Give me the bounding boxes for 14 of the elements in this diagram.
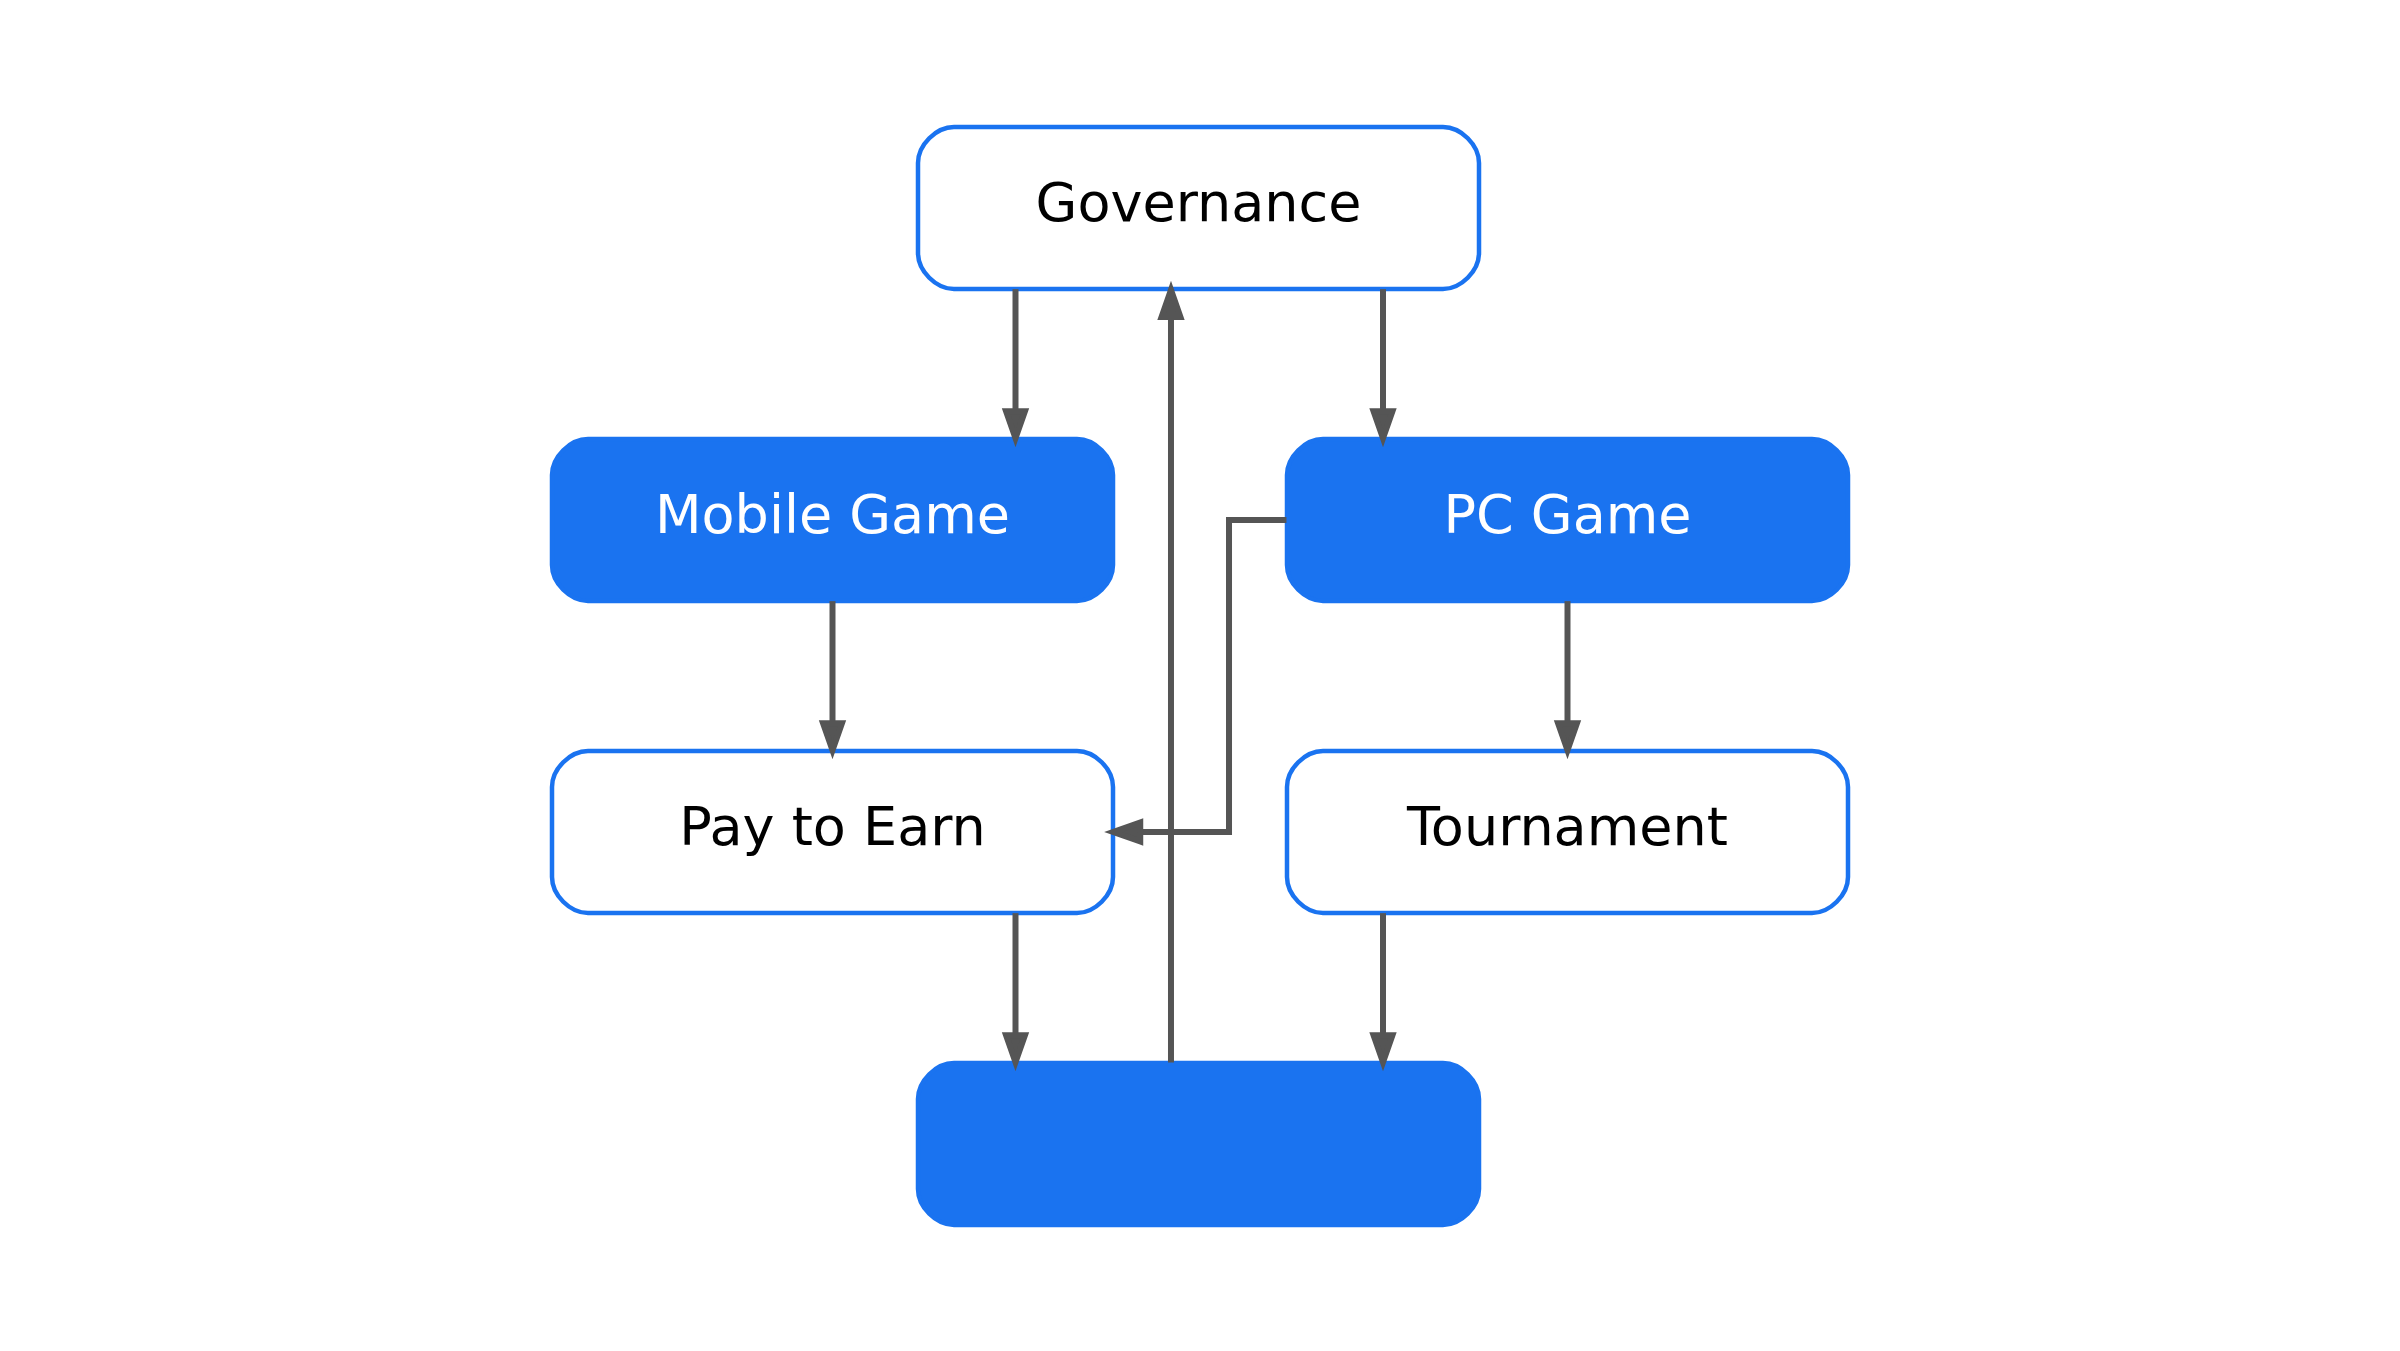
arrow [1369, 912, 1397, 1071]
arrow [1157, 280, 1185, 1063]
node-box [915, 1060, 1482, 1227]
arrow [1001, 912, 1030, 1071]
node-box: Tournament [1284, 748, 1851, 915]
arrow [1001, 288, 1030, 447]
arrow [1369, 288, 1397, 447]
arrow [1553, 600, 1582, 759]
node-box: Governance [915, 124, 1482, 291]
node-box: Pay to Earn [549, 748, 1116, 915]
node-box: Mobile Game [549, 436, 1116, 603]
arrow [818, 600, 847, 759]
arrow [1104, 516, 1287, 846]
node-box: PC Game [1284, 436, 1851, 603]
